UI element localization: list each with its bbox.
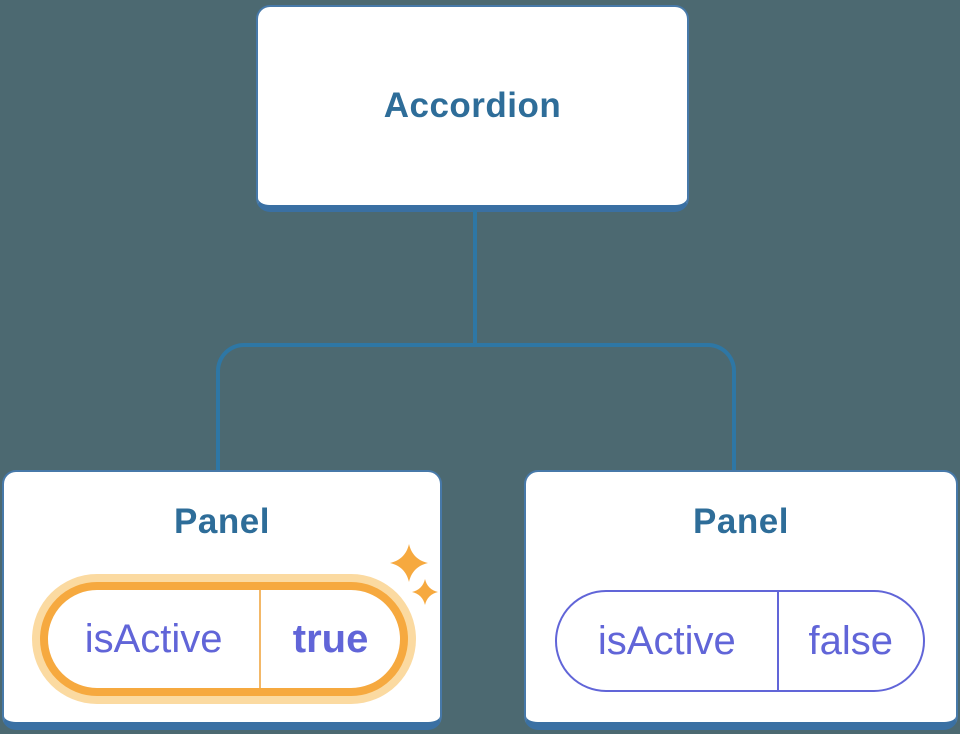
pill-divider [259,590,262,688]
state-name-label: isActive [84,616,223,661]
connector-branch-lines [216,343,736,470]
component-box-panel-active: Panel isActive true [2,470,442,730]
component-title-panel-inactive: Panel [693,502,789,541]
pill-divider [776,592,779,690]
state-pill-active: isActive true [40,582,408,696]
component-box-accordion: Accordion [256,5,689,212]
component-title-panel-active: Panel [174,502,270,541]
state-name-label: isActive [597,618,736,663]
state-pill-inactive: isActive false [555,590,925,692]
component-box-panel-inactive: Panel isActive false [524,470,958,730]
state-value-label: true [292,616,369,661]
connector-stem-line [473,210,477,345]
state-value-label: false [808,618,894,663]
sparkle-small-icon [412,579,438,605]
sparkle-large-icon [390,544,428,582]
component-title-accordion: Accordion [383,86,562,125]
